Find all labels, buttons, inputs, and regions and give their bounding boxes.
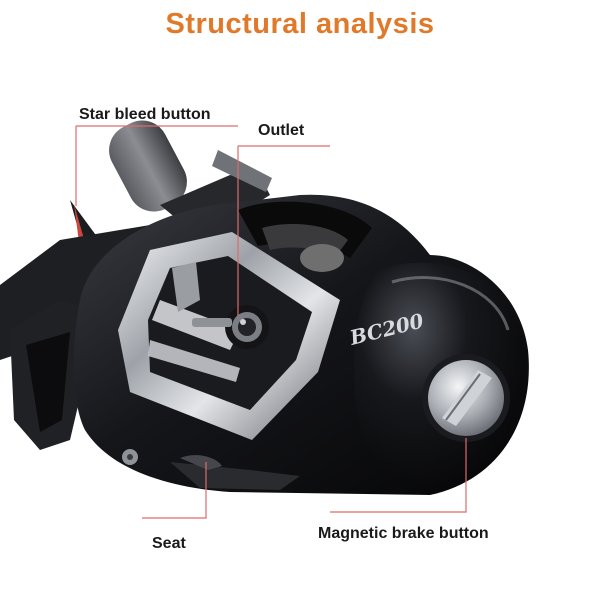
page-title: Structural analysis (165, 8, 435, 40)
reel-seat (170, 455, 300, 490)
leader-lines (75, 125, 467, 519)
line-outlet (192, 305, 269, 349)
label-star-bleed-button: Star bleed button (79, 106, 211, 123)
leader-brake (330, 438, 467, 513)
label-outlet: Outlet (258, 122, 305, 139)
leader-seat (142, 462, 207, 519)
label-seat: Seat (152, 535, 186, 552)
label-magnetic-brake-button: Magnetic brake button (318, 525, 489, 542)
magnetic-brake-knob (422, 354, 510, 442)
